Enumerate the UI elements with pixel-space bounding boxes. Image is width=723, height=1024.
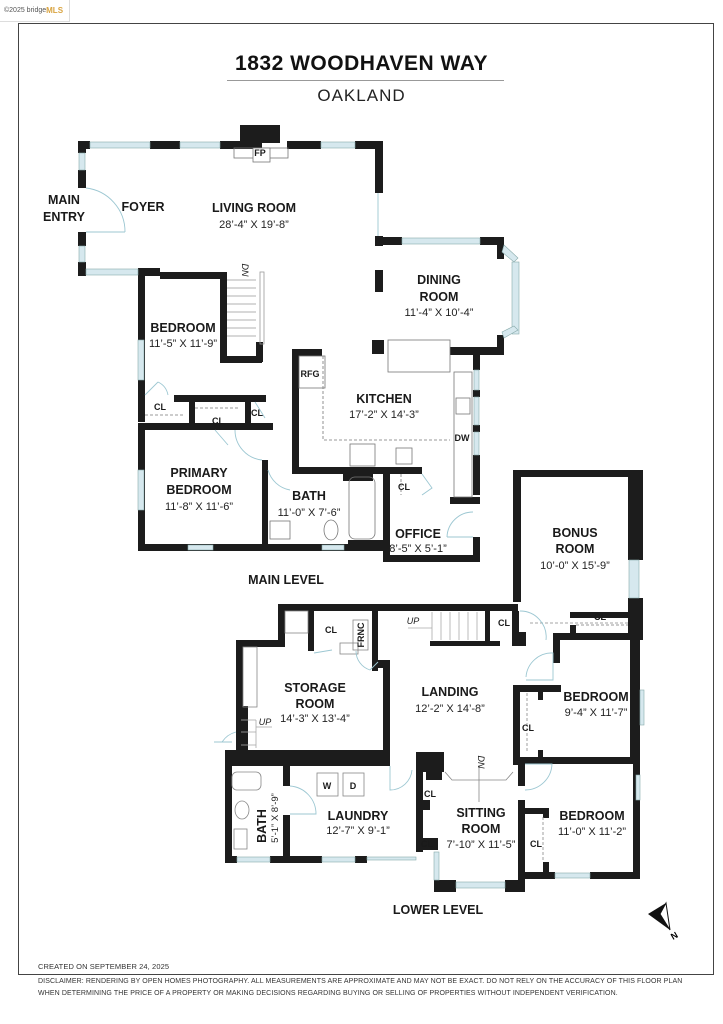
stairs-down-label-lower: DN [476,756,486,769]
fixture-washer: W [323,781,332,791]
closet-label: CL [421,839,433,849]
room-primary-line1: PRIMARY [170,466,228,480]
room-bonus-line2: ROOM [556,542,595,556]
fixture-fireplace: FP [254,148,266,158]
closet-label: CL [594,612,606,622]
floorplan-frame [18,23,714,975]
closet-label: CL [522,723,534,733]
lower-level-fixtures [231,610,628,862]
watermark-copyright: ©2025 bridge [4,7,47,14]
room-living-room-dims: 28’-4” X 19’-8” [219,219,289,231]
closet-label: CL [325,625,337,635]
room-bedroom-lower-2: BEDROOM [559,809,624,823]
main-level-doors [85,187,474,538]
room-living-room: LIVING ROOM [212,201,296,215]
north-arrow-icon: N [648,901,680,942]
lower-level-label: LOWER LEVEL [393,903,484,917]
fixture-dryer: D [350,781,357,791]
room-primary-dims: 11’-8” X 11’-6” [165,501,233,513]
main-entry-label-2: ENTRY [43,210,86,224]
main-level-windows [78,141,640,599]
room-landing: LANDING [422,685,479,699]
room-bedroom-lower-2-dims: 11’-0” X 11’-2” [558,826,626,838]
closet-label: CL [424,789,436,799]
main-level-fixtures [145,147,628,626]
room-sitting-line2: ROOM [462,822,501,836]
room-storage-dims: 14’-3” X 13’-4” [280,713,350,725]
room-bedroom-main: BEDROOM [150,321,215,335]
closet-label: CL [594,612,606,622]
fixture-dishwasher: DW [455,433,470,443]
lower-level-windows [236,689,645,889]
closet-label: CL [530,839,542,849]
room-bath-main: BATH [292,489,326,503]
lower-level-doors [214,610,554,815]
main-level-walls [78,125,643,640]
closet-label: CL [398,482,410,492]
room-dining-line2: ROOM [420,290,459,304]
stairs-up-label-storage: UP [259,717,272,727]
room-sitting-line1: SITTING [456,806,505,820]
stairs-up-label: UP [407,616,420,626]
closet-label: CL [251,408,263,418]
room-kitchen-dims: 17’-2” X 14’-3” [349,409,419,421]
room-laundry: LAUNDRY [328,809,389,823]
property-city: OAKLAND [317,86,406,105]
room-bath-lower: BATH [255,809,269,843]
main-entry-label-1: MAIN [48,193,80,207]
room-dining-line1: DINING [417,273,461,287]
property-address: 1832 WOODHAVEN WAY [235,52,488,75]
main-level-label: MAIN LEVEL [248,573,324,587]
lower-level-labels: STORAGE ROOM 14’-3” X 13’-4” LANDING 12’… [255,612,629,917]
closet-label: CL [154,402,166,412]
lower-level-walls [225,604,643,892]
room-storage-line2: ROOM [296,697,335,711]
room-office-dims: 8’-5” X 5’-1” [389,543,447,555]
room-bonus-line1: BONUS [552,526,597,540]
fixture-refrigerator: RFG [301,369,320,379]
room-foyer: FOYER [121,200,164,214]
disclaimer-line-1: DISCLAIMER: RENDERING BY OPEN HOMES PHOT… [38,978,683,985]
stairs-down-label: DN [240,264,250,277]
room-kitchen: KITCHEN [356,392,412,406]
title-divider [227,80,504,81]
main-level-labels: MAIN ENTRY FOYER LIVING ROOM 28’-4” X 19… [43,148,610,622]
disclaimer-line-2: WHEN DETERMINING THE PRICE OF A PROPERTY… [38,990,618,997]
closet-label: CL [212,416,224,426]
closet-label: CL [498,618,510,628]
north-label: N [669,930,680,942]
room-bonus-dims: 10’-0” X 15’-9” [540,560,610,572]
room-laundry-dims: 12’-7” X 9’-1” [326,825,390,837]
fixture-furnace: FRNC [356,622,366,647]
created-date: CREATED ON SEPTEMBER 24, 2025 [38,962,170,971]
room-landing-dims: 12’-2” X 14’-8” [415,703,485,715]
room-storage-line1: STORAGE [284,681,346,695]
room-bedroom-lower-1-dims: 9’-4” X 11’-7” [565,707,628,719]
room-bath-lower-dims: 5’-1” X 8’-9” [270,793,281,843]
watermark-brand: MLS [46,6,64,15]
room-bedroom-main-dims: 11’-5” X 11’-9” [149,338,217,350]
room-dining-dims: 11’-4” X 10’-4” [405,307,474,319]
room-primary-line2: BEDROOM [166,483,231,497]
room-bedroom-lower-1: BEDROOM [563,690,628,704]
room-office: OFFICE [395,527,441,541]
room-sitting-dims: 7’-10” X 11’-5” [447,839,516,851]
room-bath-main-dims: 11’-0” X 7’-6” [278,507,341,519]
